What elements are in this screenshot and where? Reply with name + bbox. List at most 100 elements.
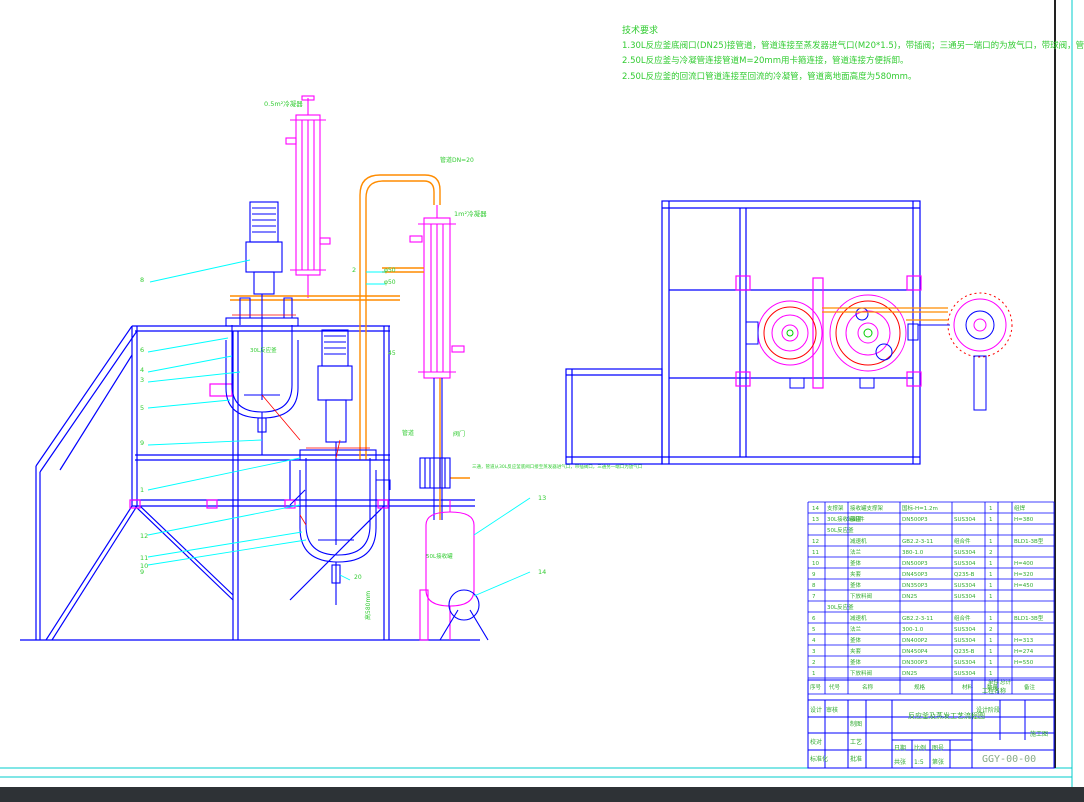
- bom-cell-note: 组焊: [1014, 504, 1026, 512]
- bom-cell-no: 12: [812, 539, 819, 545]
- callout-9a: 9: [140, 439, 144, 447]
- bom-cell-spec: DN500P3: [902, 517, 928, 523]
- plan-anchors: [735, 275, 922, 389]
- bom-cell-qty: 1: [989, 572, 993, 578]
- callout-13: 13: [538, 494, 546, 502]
- plan-reactor-30l: [757, 300, 823, 366]
- bom-header-cell: 数量: [987, 683, 999, 691]
- bom-cell-spec: 国标-H=1.2m: [902, 504, 938, 512]
- callout-12: 12: [140, 532, 148, 540]
- bom-header-cell: 备注: [1024, 683, 1036, 691]
- bom-cell-qty: 2: [989, 550, 993, 556]
- tb-sheet: 第张: [932, 758, 944, 766]
- bom-cell-name: 夹套: [850, 647, 862, 655]
- bom-cell-material: SUS304: [954, 550, 976, 556]
- tb-stage: 设计阶段: [976, 706, 1000, 714]
- bom-cell-no: 10: [812, 561, 819, 567]
- label-dim-20: 20: [354, 574, 362, 581]
- bom-cell-qty: 1: [989, 506, 993, 512]
- bom-cell-name: 釜体: [850, 559, 862, 567]
- bom-cell-spec: DN450P3: [902, 572, 928, 578]
- condenser-large: [409, 205, 465, 379]
- label-pipe-dn20: 管道DN=20: [440, 156, 474, 164]
- bom-cell-spec: GB2.2-3-11: [902, 616, 933, 622]
- tb-draw: 制图: [850, 720, 862, 728]
- bom-cell-material: 组合件: [954, 537, 971, 545]
- bom-cell-note: BLD1-3B型: [1014, 537, 1044, 545]
- bom-cell-spec: DN25: [902, 671, 918, 677]
- condenser-small: [285, 95, 331, 298]
- bom-cell-code: 支撑架: [827, 504, 844, 512]
- bom-cell-spec: DN450P4: [902, 649, 928, 655]
- bom-cell-name: 釜体: [850, 581, 862, 589]
- bom-cell-no: 14: [812, 506, 819, 512]
- bom-cell-spec: DN25: [902, 594, 918, 600]
- bom-cell-note: H=313: [1014, 638, 1034, 644]
- bom-cell-name: 法兰: [850, 625, 862, 633]
- bom-cell-material: Q235-B: [954, 649, 975, 655]
- label-dim-45: 45: [388, 350, 396, 357]
- bom-cell-name: 储罐: [850, 515, 862, 523]
- label-phi-1: φ50: [384, 267, 396, 274]
- title-block-text: 工程名称 反应釜及蒸发工艺流程图 设计 审核 制图 校对 工艺 标准化 批准 日…: [810, 687, 1048, 766]
- bom-cell-no: 9: [812, 572, 816, 578]
- bom-cell-code: 30L接收罐组件: [827, 515, 865, 523]
- bom-header-extra: 总计: [1000, 678, 1012, 686]
- tb-scale: 比例: [914, 744, 926, 752]
- bom-cell-material: SUS304: [954, 517, 976, 523]
- bom-cell-qty: 1: [989, 539, 993, 545]
- bom-cell-qty: 1: [989, 561, 993, 567]
- title-block: [807, 679, 1055, 769]
- bom-cell-material: SUS304: [954, 627, 976, 633]
- bom-cell-spec: DN300P3: [902, 660, 928, 666]
- bom-cell-material: SUS304: [954, 638, 976, 644]
- bom-cell-name: 下放料阀: [850, 592, 872, 600]
- label-condenser-right: 1m²冷凝器: [454, 209, 487, 218]
- label-valve: 阀门: [453, 430, 465, 438]
- callout-9b: 9: [140, 568, 144, 576]
- bom-cell-no: 2: [812, 660, 816, 666]
- bom-cell-qty: 1: [989, 517, 993, 523]
- anchor-plates: [129, 383, 389, 509]
- bom-cell-spec: GB2.2-3-11: [902, 539, 933, 545]
- bom-cell-no: 6: [812, 616, 816, 622]
- bom-header-extra: 单件: [988, 678, 1000, 686]
- bom-cell-name: 釜体: [850, 636, 862, 644]
- technical-notes: 技术要求 1.30L反应釜底阀口(DN25)接管道，管道连接至蒸发器进气口(M2…: [622, 24, 1084, 82]
- label-receiver-50l: 50L接收罐: [426, 552, 453, 560]
- reactor-50l: [289, 442, 391, 605]
- bom-cell-material: SUS304: [954, 594, 976, 600]
- bom-cell-name: 釜体: [850, 658, 862, 666]
- callout-11: 11: [140, 554, 148, 562]
- motor-30l: [245, 201, 283, 295]
- platform-frame: [20, 325, 480, 641]
- bom-cell-name: 减速机: [850, 537, 867, 545]
- label-side-note: 三通，管道从30L反应釜底阀口接至蒸发器进气口，带插阀口，三通另一端口为放气口: [472, 463, 642, 470]
- elevation-view: 0.5m²冷凝器 1m²冷凝器: [20, 95, 642, 641]
- bom-header-cell: 材料: [962, 683, 974, 691]
- bom-cell-name: 下放料阀: [850, 669, 872, 677]
- bom-cell-qty: 2: [989, 627, 993, 633]
- bom-cell-material: Q235-B: [954, 572, 975, 578]
- plan-reactor-50l: [829, 294, 907, 372]
- tb-scale-value: 1:5: [914, 759, 924, 766]
- callout-8: 8: [140, 276, 144, 284]
- bom-cell-no: 11: [812, 550, 819, 556]
- connector-lines: [232, 314, 370, 526]
- status-bar: [0, 787, 1084, 802]
- notes-line-1: 1.30L反应釜底阀口(DN25)接管道，管道连接至蒸发器进气口(M20*1.5…: [622, 40, 1084, 51]
- bom-cell-name: 减速机: [850, 614, 867, 622]
- drawing-frame: [0, 0, 1073, 787]
- bom-cell-material: SUS304: [954, 583, 976, 589]
- plan-frame: [565, 200, 921, 465]
- bom-cell-qty: 1: [989, 638, 993, 644]
- plan-receiver: [947, 292, 1013, 411]
- bom-cell-note: H=400: [1014, 561, 1034, 567]
- bom-cell-name: 夹套: [850, 570, 862, 578]
- bom-header-cell: 名称: [862, 683, 874, 691]
- column-pipe: [419, 378, 451, 520]
- bom-cell-material: SUS304: [954, 561, 976, 567]
- bom-header-cell: 规格: [914, 683, 926, 691]
- bom-cell-no: 13: [812, 517, 819, 523]
- bom-cell-note: H=274: [1014, 649, 1034, 655]
